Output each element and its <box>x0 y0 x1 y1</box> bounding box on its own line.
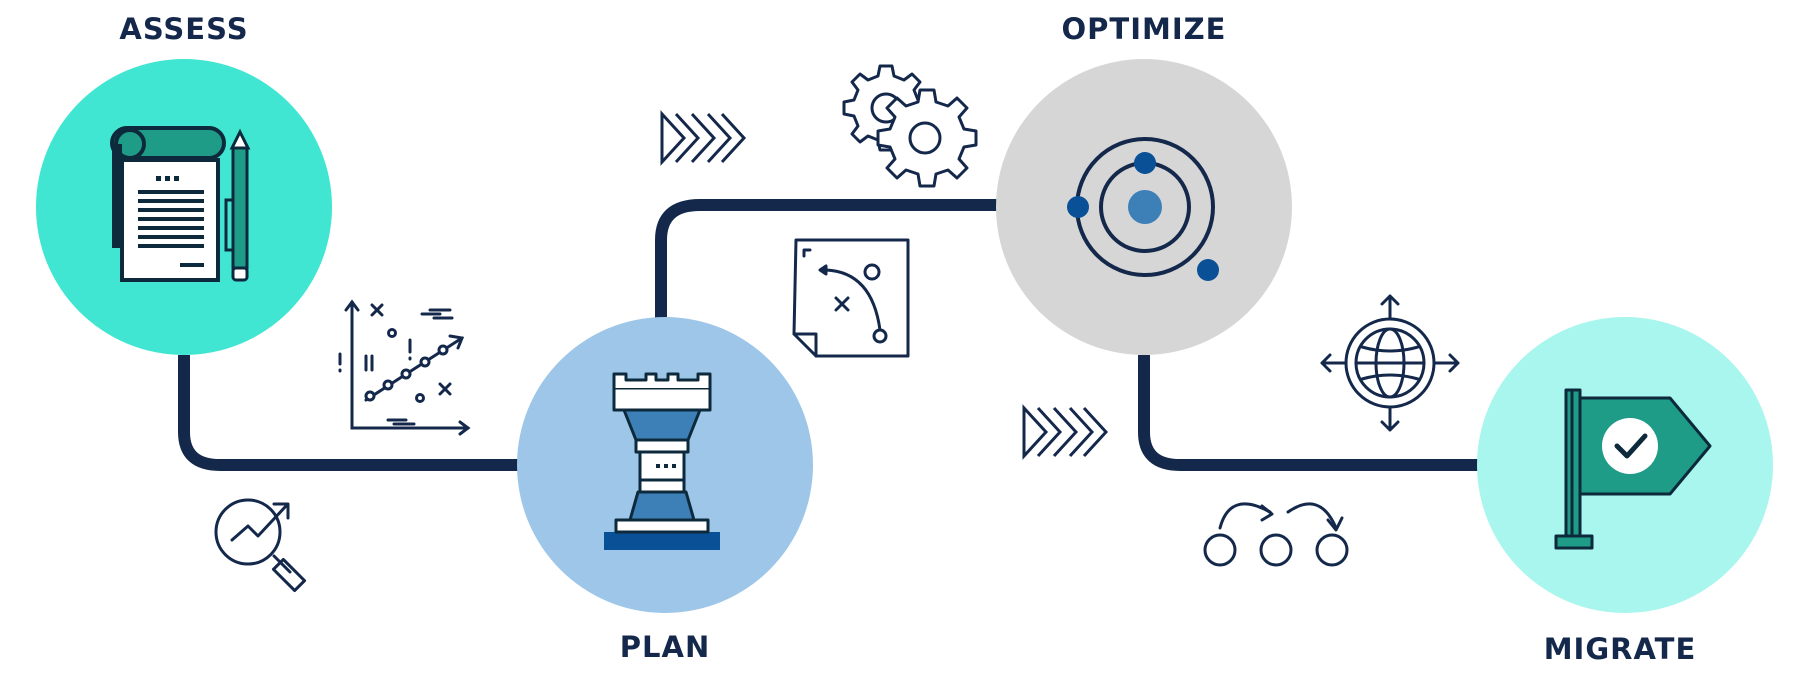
chevrons-icon <box>1022 404 1109 460</box>
document-pen-icon <box>110 126 251 282</box>
chevrons-icon <box>660 110 747 166</box>
orbit-icon <box>1067 137 1219 281</box>
process-flow-icon <box>1203 502 1349 567</box>
connector-assess-plan <box>178 355 520 471</box>
flag-check-icon <box>1554 388 1712 550</box>
migrate-label: MIGRATE <box>1543 632 1697 666</box>
connector-optimize-migrate <box>1138 355 1480 471</box>
connector-plan-optimize <box>655 199 1000 318</box>
optimize-label: OPTIMIZE <box>1061 12 1227 46</box>
globe-arrows-icon <box>1320 294 1460 432</box>
gears-icon <box>842 64 978 188</box>
strategy-board-icon <box>792 238 910 358</box>
connector-lines <box>178 199 1480 471</box>
line-chart-icon <box>338 299 471 436</box>
magnifier-trend-icon <box>214 498 307 593</box>
plan-label: PLAN <box>619 630 711 664</box>
assess-label: ASSESS <box>119 12 249 46</box>
chess-rook-icon <box>604 372 720 550</box>
